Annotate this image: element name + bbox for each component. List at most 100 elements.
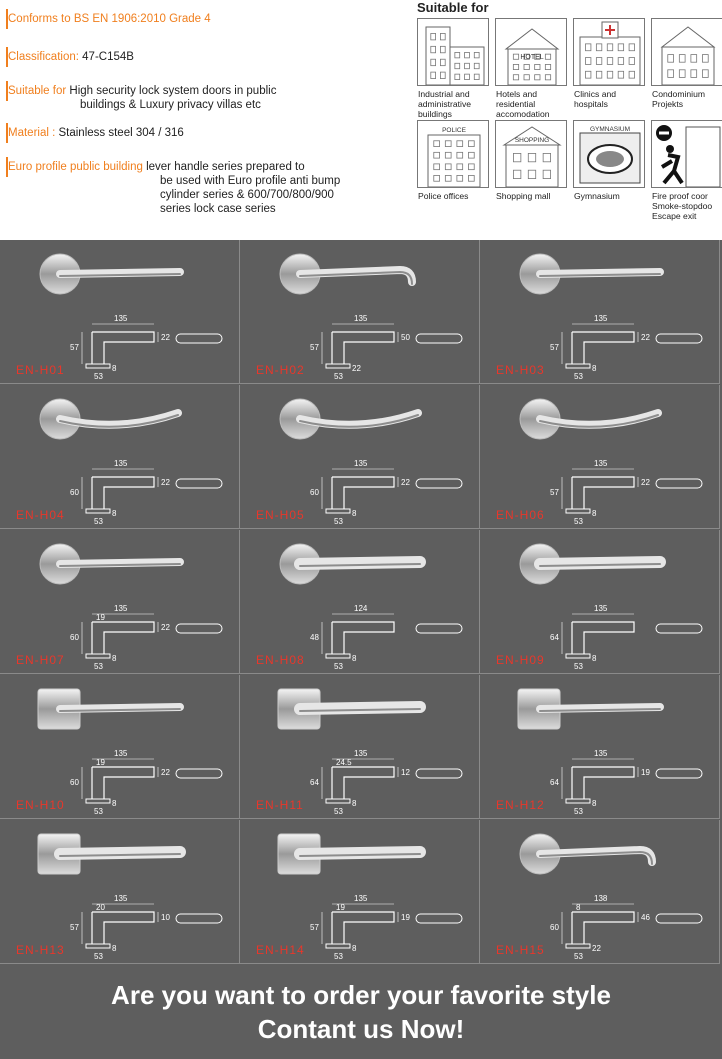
dim-length: 135 xyxy=(354,314,368,323)
spec-material: Material : Stainless steel 304 / 316 xyxy=(6,123,184,143)
banner-line-2: Contant us Now! xyxy=(257,1014,465,1044)
venue-caption: Hotels and residential accomodation xyxy=(496,89,550,119)
venue-sign: HOTEL xyxy=(520,54,543,61)
dim-length: 135 xyxy=(594,459,608,468)
dim-extra: 24.5 xyxy=(336,758,352,767)
lever-outline xyxy=(572,621,635,654)
section-profile xyxy=(655,913,703,924)
dim-grip: 10 xyxy=(161,913,170,922)
dim-height: 60 xyxy=(310,488,319,497)
venue-item: Clinics and hospitals xyxy=(573,18,645,109)
dim-grip: 12 xyxy=(401,768,410,777)
lever-photo xyxy=(56,703,184,713)
lever-photo xyxy=(294,846,426,860)
dim-extra: 19 xyxy=(336,903,345,912)
section-profile xyxy=(175,768,223,779)
spec-label: Classification: xyxy=(8,51,79,63)
dim-length: 135 xyxy=(114,604,128,613)
dim-grip: 19 xyxy=(401,913,410,922)
dim-rose: 53 xyxy=(334,952,343,961)
spec-value: 47-C154B xyxy=(78,51,134,63)
dim-rose: 53 xyxy=(94,807,103,816)
dim-rose: 53 xyxy=(574,952,583,961)
rose-profile xyxy=(325,943,351,949)
model-code: EN-H02 xyxy=(256,363,305,377)
dim-height: 57 xyxy=(550,343,559,352)
spec-value-cont: be used with Euro profile anti bump xyxy=(160,175,341,187)
lever-photo xyxy=(534,556,666,570)
dim-length: 135 xyxy=(354,749,368,758)
dim-depth: 8 xyxy=(592,654,597,663)
lever-photo xyxy=(56,558,184,568)
dim-grip: 22 xyxy=(641,333,650,342)
lever-outline xyxy=(332,476,395,509)
lever-photo xyxy=(54,846,186,860)
dim-height: 64 xyxy=(550,633,559,642)
dim-length: 135 xyxy=(114,459,128,468)
rose-profile xyxy=(565,363,591,369)
model-code: EN-H14 xyxy=(256,943,305,957)
rose-profile xyxy=(85,943,111,949)
venue-caption: Condominium Projekts xyxy=(652,89,706,109)
lever-photo xyxy=(536,268,664,278)
dim-rose: 53 xyxy=(94,372,103,381)
dim-rose: 53 xyxy=(574,517,583,526)
dim-length: 135 xyxy=(594,314,608,323)
venue-item: Fire proof coor Smoke-stopdoo Escape exi… xyxy=(651,120,722,221)
dim-height: 48 xyxy=(310,633,319,642)
lever-shade xyxy=(539,414,659,428)
rose-profile xyxy=(325,798,351,804)
dim-depth: 8 xyxy=(352,944,357,953)
lever-outline xyxy=(92,911,155,944)
rose-profile xyxy=(325,363,351,369)
model-code: EN-H11 xyxy=(256,798,304,812)
section-profile xyxy=(415,623,463,634)
dim-extra: 20 xyxy=(96,903,105,912)
spec-label: Euro profile public building xyxy=(8,161,143,173)
lever-shade xyxy=(59,414,179,428)
lever-outline xyxy=(332,911,395,944)
dim-rose: 53 xyxy=(94,662,103,671)
dim-depth: 8 xyxy=(592,509,597,518)
spec-value: lever handle series prepared to xyxy=(142,161,305,173)
section-profile xyxy=(655,333,703,344)
dim-depth: 22 xyxy=(592,944,601,953)
dim-grip: 22 xyxy=(161,768,170,777)
rose-profile xyxy=(325,653,351,659)
lever-shade xyxy=(299,853,421,857)
venue-item: Industrial and administrative buildings xyxy=(417,18,489,119)
venue-sign: SHOPPING xyxy=(515,137,549,144)
dim-grip: 22 xyxy=(161,478,170,487)
rose-profile xyxy=(85,508,111,514)
lever-photo xyxy=(536,703,664,713)
model-code: EN-H10 xyxy=(16,798,65,812)
dim-depth: 8 xyxy=(592,799,597,808)
police-office-icon: POLICE xyxy=(417,120,489,188)
dim-grip: 46 xyxy=(641,913,650,922)
venue-caption: Shopping mall xyxy=(496,191,551,201)
suitable-for-panel: Suitable for Industrial and administrati… xyxy=(412,0,722,240)
venue-caption: Gymnasium xyxy=(574,191,620,201)
dim-height: 57 xyxy=(550,488,559,497)
dim-depth: 8 xyxy=(112,944,117,953)
model-code: EN-H01 xyxy=(16,363,65,377)
spec-value-cont: series lock case series xyxy=(160,203,276,215)
